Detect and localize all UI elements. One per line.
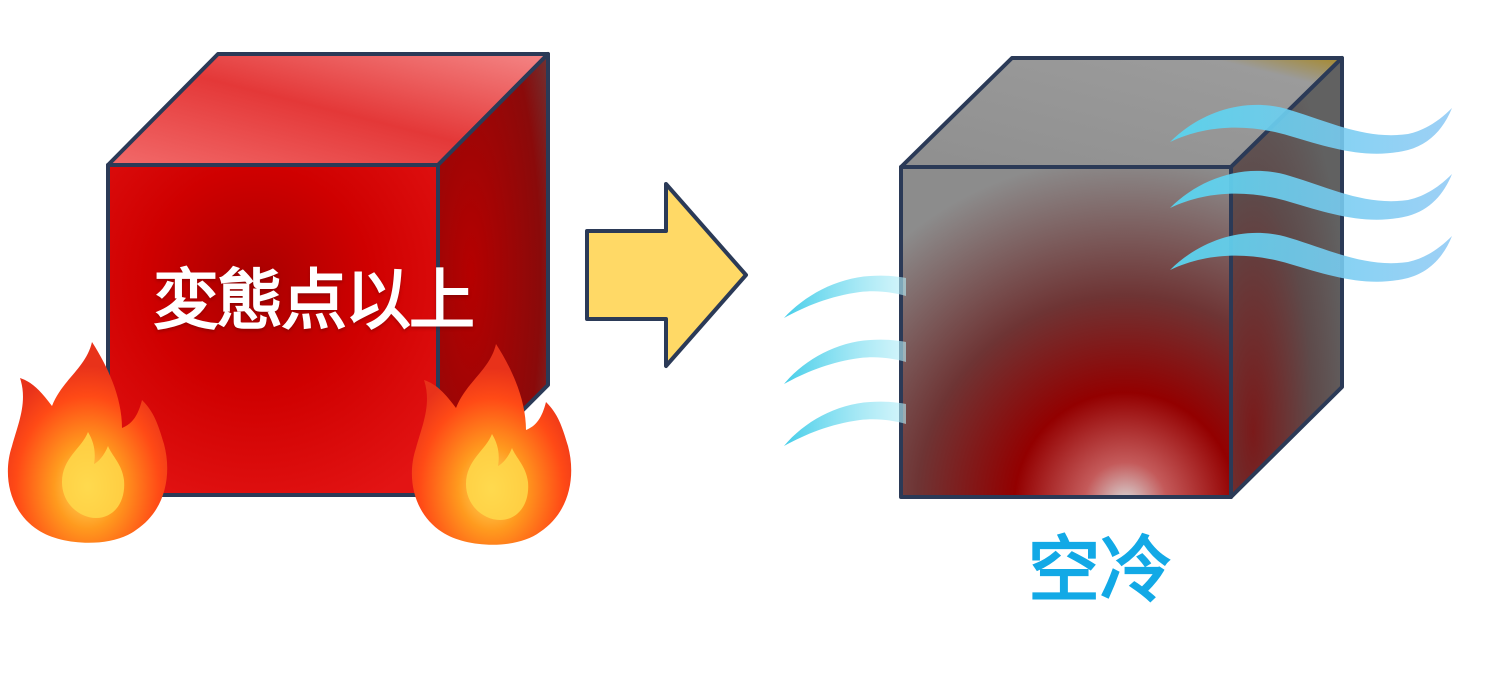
hot-block: [106, 52, 550, 497]
wind-icon: [1170, 104, 1452, 282]
cooled-block: [899, 56, 1344, 499]
hot-block-front-face: [106, 163, 440, 497]
hot-block-label: 変態点以上: [153, 262, 475, 339]
process-arrow: [585, 182, 748, 368]
wind-icon: [784, 275, 906, 446]
cooled-block-front-face: [899, 165, 1233, 499]
cooling-label: 空冷: [1027, 528, 1172, 612]
